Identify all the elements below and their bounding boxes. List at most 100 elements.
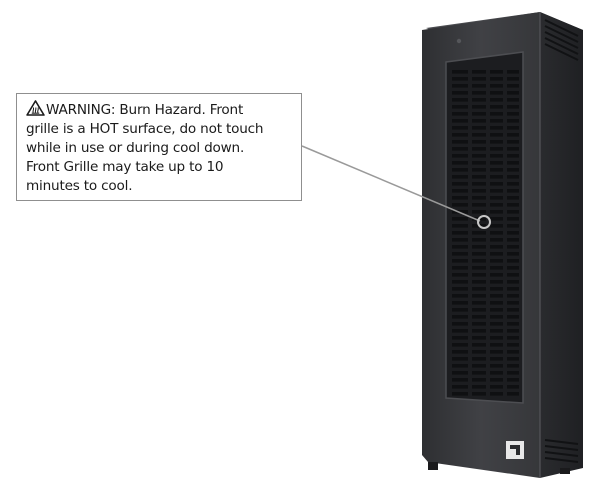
grille-slot: [472, 259, 486, 263]
warning-line-3: while in use or during cool down.: [26, 140, 245, 156]
grille-slot: [472, 203, 486, 207]
grille-slot: [490, 287, 503, 291]
grille-slot: [472, 105, 486, 109]
grille-slot: [507, 231, 519, 235]
grille-slot: [507, 140, 519, 144]
grille-slot: [507, 245, 519, 249]
grille-slot: [507, 301, 519, 305]
warning-line-5: minutes to cool.: [26, 178, 133, 194]
grille-slot: [472, 140, 486, 144]
grille-slot: [507, 343, 519, 347]
grille-slot: [472, 147, 486, 151]
grille-slot: [472, 238, 486, 242]
grille-slot: [507, 182, 519, 186]
grille-slot: [490, 196, 503, 200]
grille-slot: [490, 259, 503, 263]
grille-slot: [490, 105, 503, 109]
grille-slot: [507, 126, 519, 130]
grille-slot: [452, 287, 468, 291]
grille-slot: [472, 154, 486, 158]
grille-slot: [490, 280, 503, 284]
grille-slot: [507, 350, 519, 354]
grille-slot: [490, 336, 503, 340]
grille-slot: [507, 315, 519, 319]
grille-slot: [452, 245, 468, 249]
grille-slot: [507, 196, 519, 200]
grille-slot: [472, 161, 486, 165]
grille-slot: [472, 126, 486, 130]
callout-pointer-circle: [477, 215, 491, 229]
grille-slot: [452, 70, 468, 74]
grille-slot: [452, 371, 468, 375]
grille-slot: [472, 231, 486, 235]
grille-slot: [490, 161, 503, 165]
grille-slot: [452, 252, 468, 256]
grille-slot: [472, 210, 486, 214]
grille-slot: [472, 91, 486, 95]
grille-slot: [507, 308, 519, 312]
grille-slot: [452, 224, 468, 228]
grille-slot: [452, 91, 468, 95]
grille-slot: [452, 350, 468, 354]
side-vent-bottom: [544, 439, 579, 463]
warning-text: WARNING: Burn Hazard. Front grille is a …: [26, 100, 294, 196]
grille-slot: [472, 189, 486, 193]
grille-slot: [472, 336, 486, 340]
grille-slot: [452, 238, 468, 242]
grille-slot: [507, 189, 519, 193]
grille-slot: [490, 217, 503, 221]
grille-slot: [452, 77, 468, 81]
grille-slot: [507, 203, 519, 207]
grille-slot: [490, 385, 503, 389]
grille-slot: [507, 98, 519, 102]
grille-slot: [490, 189, 503, 193]
grille-slot: [507, 133, 519, 137]
grille-slot: [490, 378, 503, 382]
grille-slot: [452, 357, 468, 361]
grille-slot: [490, 322, 503, 326]
grille-slot: [472, 315, 486, 319]
side-vent-top: [544, 19, 579, 61]
grille-slot: [452, 182, 468, 186]
grille-slot: [452, 336, 468, 340]
grille-slot: [507, 266, 519, 270]
grille-slot: [452, 105, 468, 109]
grille-slot: [472, 84, 486, 88]
grille-slot: [490, 133, 503, 137]
grille-slot: [507, 329, 519, 333]
grille-slot: [490, 91, 503, 95]
brand-logo-badge: [506, 441, 524, 459]
grille-slot: [452, 273, 468, 277]
grille-slot: [472, 245, 486, 249]
front-grille: [452, 70, 519, 396]
grille-slot: [472, 392, 486, 396]
grille-slot: [507, 252, 519, 256]
grille-slot: [472, 350, 486, 354]
grille-slot: [490, 364, 503, 368]
grille-slot: [490, 392, 503, 396]
grille-slot: [490, 266, 503, 270]
grille-slot: [507, 175, 519, 179]
indicator-light: [456, 38, 462, 44]
grille-slot: [490, 224, 503, 228]
grille-slot: [507, 224, 519, 228]
grille-slot: [507, 91, 519, 95]
grille-slot: [472, 273, 486, 277]
grille-slot: [472, 301, 486, 305]
grille-slot: [507, 147, 519, 151]
grille-slot: [472, 266, 486, 270]
grille-slot: [490, 126, 503, 130]
grille-slot: [452, 147, 468, 151]
grille-slot: [452, 280, 468, 284]
grille-slot: [452, 168, 468, 172]
grille-slot: [507, 210, 519, 214]
grille-slot: [472, 112, 486, 116]
grille-slot: [490, 294, 503, 298]
grille-slot: [472, 322, 486, 326]
grille-slot: [452, 392, 468, 396]
grille-slot: [472, 280, 486, 284]
grille-slot: [452, 175, 468, 179]
grille-slot: [472, 308, 486, 312]
grille-slot: [507, 378, 519, 382]
